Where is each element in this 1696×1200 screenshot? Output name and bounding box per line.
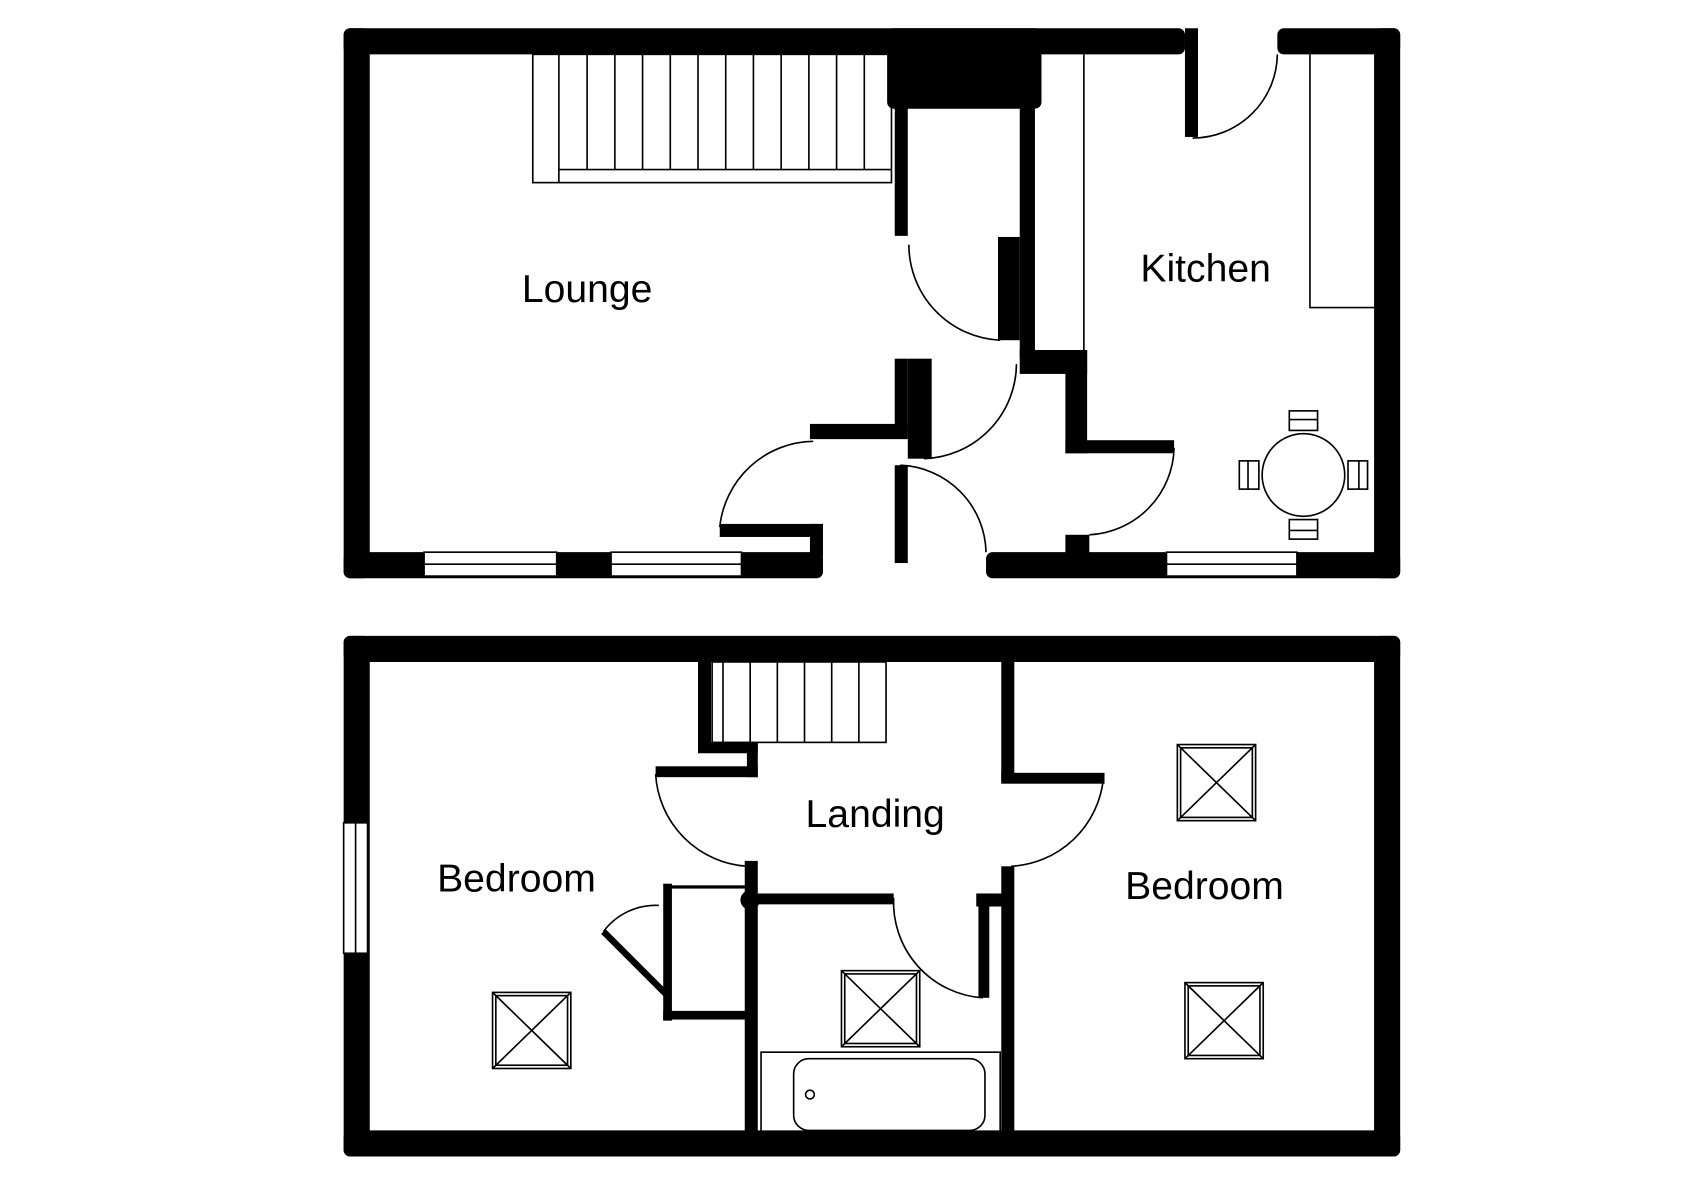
wall-lounge-entry xyxy=(719,523,818,537)
room-label-kitchen: Kitchen xyxy=(1140,248,1271,291)
wall-hall-right xyxy=(1019,103,1035,359)
wall-stub xyxy=(809,523,823,557)
skylight xyxy=(1184,981,1265,1060)
wall-stair xyxy=(698,659,712,753)
wall-bottom xyxy=(343,1130,1401,1157)
wall-hall-bottom xyxy=(894,465,908,564)
wall-top xyxy=(343,635,1401,662)
wall-landing-right xyxy=(1001,659,1015,782)
wall-back-door xyxy=(1184,28,1198,137)
wall-hall-left xyxy=(894,103,908,236)
door-swing[interactable] xyxy=(908,244,1001,342)
wall-top-right xyxy=(1277,28,1401,55)
wall-bedroom xyxy=(1001,866,1015,1139)
bathtub xyxy=(760,1051,1001,1136)
skylight xyxy=(491,991,572,1070)
staircase xyxy=(711,661,887,744)
wall-bath xyxy=(978,893,990,998)
door-swing[interactable] xyxy=(654,773,749,868)
wall-right xyxy=(1374,635,1401,1157)
wall-landing-right xyxy=(1001,772,1105,784)
wall-right xyxy=(1374,28,1401,579)
wall-hall-left xyxy=(894,358,908,435)
door-swing[interactable] xyxy=(892,897,983,999)
door-swing[interactable] xyxy=(1089,447,1175,536)
wardrobe-door[interactable] xyxy=(601,929,670,998)
wall-stair xyxy=(698,742,758,754)
skylight xyxy=(840,969,921,1048)
door-swing[interactable] xyxy=(718,440,814,528)
room-label-bedroom-1: Bedroom xyxy=(437,857,596,900)
room-label-landing: Landing xyxy=(806,793,945,836)
room-label-bedroom-2: Bedroom xyxy=(1125,865,1284,908)
wall-stair xyxy=(746,742,758,778)
wall-bath-top xyxy=(757,893,894,905)
ground-floor: Lounge Kitchen xyxy=(343,28,1401,579)
wall-kitchen xyxy=(1065,350,1088,454)
wall-top-left xyxy=(343,28,1185,55)
dining-table xyxy=(1238,410,1369,540)
wall-landing xyxy=(655,766,758,778)
first-floor: Landing Bedroom Bedroom xyxy=(342,635,1401,1157)
kitchen-counter xyxy=(1309,54,1375,309)
skylight xyxy=(1176,743,1257,822)
wall-lounge-entry xyxy=(809,423,908,440)
back-door-swing[interactable] xyxy=(1192,54,1279,139)
wall-bottom-left xyxy=(343,552,823,579)
wardrobe xyxy=(664,885,749,1020)
wall-hall-stub xyxy=(907,358,932,459)
wall-cupboard xyxy=(998,236,1020,341)
door-swing[interactable] xyxy=(924,364,1018,460)
wall-kitchen-door xyxy=(1065,440,1175,454)
door-swing[interactable] xyxy=(602,904,659,933)
front-door-swing[interactable] xyxy=(900,464,987,553)
wall-stub xyxy=(1065,534,1090,568)
door-swing[interactable] xyxy=(1011,778,1105,868)
room-label-lounge: Lounge xyxy=(522,268,653,311)
wall-left xyxy=(343,28,370,579)
chimney-breast xyxy=(887,28,1042,109)
staircase xyxy=(531,53,893,184)
